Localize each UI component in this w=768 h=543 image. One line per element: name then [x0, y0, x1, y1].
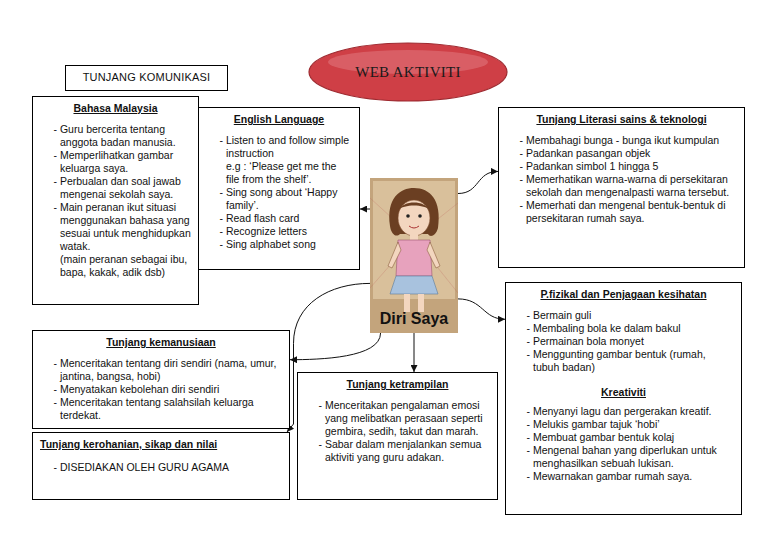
- connector-arrow: [458, 299, 505, 319]
- heading-text: Tunjang kemanusiaan: [40, 336, 282, 349]
- heading-text: P.fizikal dan Penjagaan kesihatan: [513, 288, 734, 301]
- picture-caption: Diri Saya: [370, 310, 458, 328]
- bullet-item: - DISEDIAKAN OLEH GURU AGAMA: [40, 461, 282, 474]
- bullet-item: - Menyanyi lagu dan pergerakan kreatif.: [513, 405, 734, 418]
- bullet-item: - Menceritakan tentang diri sendiri (nam…: [40, 357, 282, 383]
- heading-text: Bahasa Malaysia: [40, 102, 191, 115]
- bullet-item: - Memerhatikan warna-warna di persekitar…: [506, 173, 737, 199]
- girl-illustration: [370, 178, 458, 333]
- bullet-item: - Sabar dalam menjalankan semua aktiviti…: [305, 438, 490, 464]
- bullet-item: - Sing song about ‘Happy family’.: [206, 186, 352, 212]
- heading-text: Tunjang ketrampilan: [305, 378, 490, 391]
- bullet-item: - Padankan pasangan objek: [506, 147, 737, 160]
- bullet-item: - Perbualan dan soal jawab mengenai seko…: [40, 175, 191, 201]
- bullet-item: - Menceritakan pengalaman emosi yang mel…: [305, 399, 490, 438]
- bullet-item: - Listen to and follow simple instructio…: [206, 134, 352, 160]
- activity-box: Tunjang kemanusiaan - Menceritakan tentan…: [32, 330, 290, 429]
- heading-text: WEB AKTIVITI: [355, 66, 461, 79]
- title-ellipse: WEB AKTIVITI: [308, 42, 508, 102]
- bullet-item: - Recognize letters: [206, 225, 352, 238]
- bullet-item: - Melukis gambar tajuk ‘hobi’: [513, 418, 734, 431]
- bullet-item: - Sing alphabet song: [206, 238, 352, 251]
- bullet-item: - Permainan bola monyet: [513, 335, 734, 348]
- bullet-item: - Mewarnakan gambar rumah saya.: [513, 470, 734, 483]
- bullet-item: - Memperlihatkan gambar keluarga saya.: [40, 149, 191, 175]
- heading-text: Kreativiti: [513, 386, 734, 399]
- bullet-item: - Main peranan ikut situasi menggunakan …: [40, 201, 191, 253]
- heading-text: TUNJANG KOMUNIKASI: [73, 71, 220, 84]
- activity-box: English Language - Listen to and follow s…: [198, 107, 360, 270]
- bullet-item: - Read flash card: [206, 212, 352, 225]
- bullet-item: - Bermain guli: [513, 309, 734, 322]
- bullet-item: - Menceritakan tentang salahsilah keluar…: [40, 396, 282, 422]
- connector-arrow: [458, 171, 498, 193]
- connector-arrow: [414, 333, 415, 372]
- heading-text: Tunjang kerohanian, sikap dan nilai: [40, 438, 282, 451]
- heading-box: TUNJANG KOMUNIKASI: [65, 65, 228, 91]
- picture-node: Diri Saya: [370, 178, 458, 333]
- activity-box: Tunjang Literasi sains & teknologi - Memb…: [498, 107, 745, 268]
- bullet-item: - Menggunting gambar bentuk (rumah, tubu…: [513, 348, 734, 374]
- connector-arrow: [360, 209, 370, 210]
- activity-box: Tunjang kerohanian, sikap dan nilai - DIS…: [32, 432, 290, 500]
- connector-arrow: [290, 333, 381, 360]
- activity-box: P.fizikal dan Penjagaan kesihatan - Berma…: [505, 282, 742, 515]
- bullet-item: - Guru bercerita tentang anggota badan m…: [40, 123, 191, 149]
- activity-box: Bahasa Malaysia - Guru bercerita tentang …: [32, 96, 199, 305]
- note-text: e.g : ‘Please get me the file from the s…: [206, 160, 352, 186]
- bullet-item: - Membaling bola ke dalam bakul: [513, 322, 734, 335]
- heading-text: English Language: [206, 113, 352, 126]
- bullet-item: - Mengenal bahan yang diperlukan untuk m…: [513, 444, 734, 470]
- bullet-item: - Memerhati dan mengenal bentuk-bentuk d…: [506, 199, 737, 225]
- activity-box: Tunjang ketrampilan - Menceritakan pengal…: [297, 372, 498, 500]
- note-text: (main peranan sebagai ibu, bapa, kakak, …: [40, 253, 191, 279]
- bullet-item: - Membahagi bunga - bunga ikut kumpulan: [506, 134, 737, 147]
- bullet-item: - Menyatakan kebolehan diri sendiri: [40, 383, 282, 396]
- heading-text: Tunjang Literasi sains & teknologi: [506, 113, 737, 126]
- bullet-item: - Membuat gambar bentuk kolaj: [513, 431, 734, 444]
- bullet-item: - Padankan simbol 1 hingga 5: [506, 160, 737, 173]
